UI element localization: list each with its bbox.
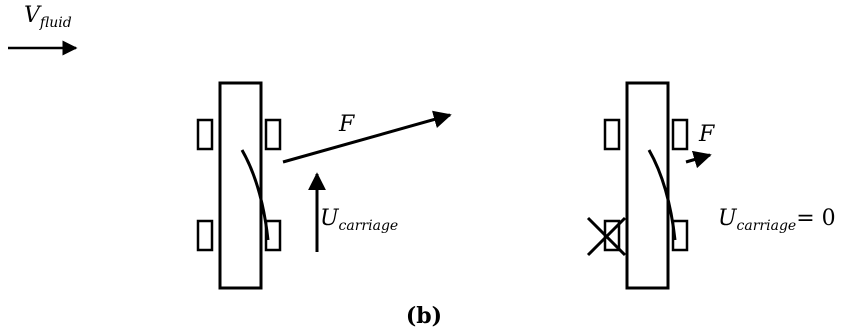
left-carriage: F Ucarriage [196,81,452,290]
wheel-top-right [671,118,689,151]
force-arrow [282,110,452,164]
right-carriage: F Ucarriage= 0 [586,81,836,290]
fluid-velocity-label: Vfluid [24,3,72,31]
flexible-plate [647,149,677,241]
carriage-body [625,81,670,290]
wheel-top-right [264,118,282,151]
force-label: F [698,122,715,147]
flexible-plate [240,149,270,241]
wheel-top-left [196,118,214,151]
locked-wheel-cross-icon [586,216,627,257]
carriage-velocity-label: Ucarriage [320,206,398,234]
force-arrow [685,150,712,169]
wheel-top-left [603,118,621,151]
flow-indicator: Vfluid [8,3,78,56]
force-label: F [338,112,355,137]
carriage-body [218,81,263,290]
wheel-bottom-left [196,219,214,252]
figure-caption: (b) [406,303,442,329]
carriage-velocity-label: Ucarriage= 0 [718,206,836,234]
